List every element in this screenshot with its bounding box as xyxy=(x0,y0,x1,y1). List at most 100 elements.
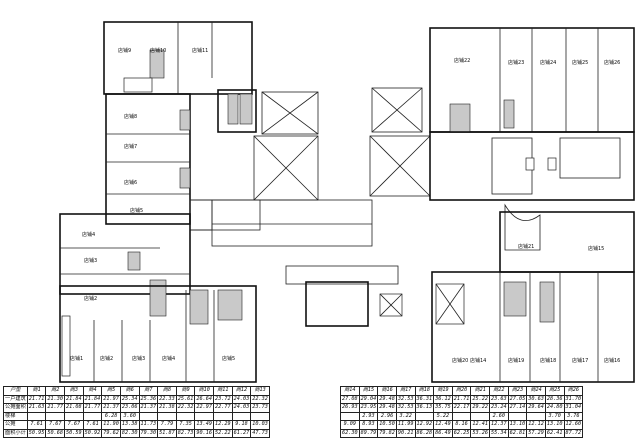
table-cell: 22.97 xyxy=(194,403,215,413)
right-building xyxy=(369,27,635,383)
table-cell: 21.63 xyxy=(26,403,47,413)
left-shop-label: 店铺2 xyxy=(100,355,113,362)
table-cell: 27.14 xyxy=(507,403,528,413)
table-cell xyxy=(451,411,472,421)
table-row-header: 面积小计 xyxy=(3,428,28,438)
table-cell: 3.22 xyxy=(395,411,416,421)
table-cell: 35.75 xyxy=(433,403,453,413)
table-cell: 53.26 xyxy=(470,428,490,438)
table-cell: 22.32 xyxy=(175,403,196,413)
table-cell: 12.49 xyxy=(433,420,453,430)
left-shop-label: 店铺4 xyxy=(82,231,95,238)
table-cell: 55.34 xyxy=(489,428,509,438)
right-shop-label: 店铺22 xyxy=(454,57,470,64)
table-cell: 8.93 xyxy=(358,420,379,430)
table-cell: 21.77 xyxy=(45,403,66,413)
table-cell xyxy=(26,411,47,421)
table-cell: 3.70 xyxy=(544,411,565,421)
table-cell: 50.95 xyxy=(26,428,47,438)
table-cell: 21.30 xyxy=(45,394,66,404)
right-shop-label: 店铺21 xyxy=(518,243,534,250)
table-cell: 12.60 xyxy=(563,420,584,430)
central-connector xyxy=(211,199,403,327)
right-shop-label: 店铺26 xyxy=(604,59,620,66)
table-header-cell: 商2 xyxy=(45,386,66,396)
table-cell: 12.92 xyxy=(414,420,435,430)
table-cell: 87.72 xyxy=(563,428,584,438)
table-cell: 50.92 xyxy=(82,428,103,438)
table-cell: 21.84 xyxy=(82,394,103,404)
table-cell: 26.93 xyxy=(340,403,360,413)
table-cell: 21.08 xyxy=(64,403,84,413)
table-cell: 32.53 xyxy=(395,403,416,413)
table-header-cell: 商10 xyxy=(194,386,215,396)
table-cell: 12.37 xyxy=(489,420,509,430)
left-shop-label: 店铺6 xyxy=(124,179,137,186)
table-cell: 30.63 xyxy=(526,394,546,404)
left-shop-label: 店铺10 xyxy=(150,47,166,54)
table-cell: 21.71 xyxy=(451,394,472,404)
left-shop-label: 店铺4 xyxy=(162,355,175,362)
left-west-block xyxy=(59,213,191,295)
table-cell: 11.99 xyxy=(395,420,416,430)
table-cell: 36.13 xyxy=(414,403,435,413)
table-cell: 36.12 xyxy=(433,394,453,404)
table-cell: 23.63 xyxy=(489,394,509,404)
table-row-header: 楼梯 xyxy=(3,411,28,421)
table-cell: 24.03 xyxy=(231,394,252,404)
table-cell: 6.28 xyxy=(101,411,121,421)
table-header-cell: 商6 xyxy=(119,386,140,396)
left-shop-label: 店铺2 xyxy=(84,295,97,302)
right-shop-label: 店铺15 xyxy=(588,245,604,252)
table-cell: 22.77 xyxy=(213,403,233,413)
table-cell: 21.37 xyxy=(138,403,159,413)
right-shop-label: 店铺16 xyxy=(604,357,620,364)
table-cell: 3.76 xyxy=(563,411,584,421)
right-shop-label: 店铺23 xyxy=(508,59,524,66)
table-cell xyxy=(138,411,159,421)
table-header-cell: 商21 xyxy=(470,386,490,396)
table-header-cell: 商16 xyxy=(377,386,397,396)
table-header-cell: 户型 xyxy=(3,386,28,396)
table-cell: 32.53 xyxy=(395,394,416,404)
table-cell: 50.68 xyxy=(45,428,66,438)
table-cell: 21.97 xyxy=(101,394,121,404)
table-cell: 10.03 xyxy=(250,420,270,430)
table-cell: 22.32 xyxy=(250,394,270,404)
table-cell: 23.24 xyxy=(489,403,509,413)
table-cell: 24.03 xyxy=(231,403,252,413)
table-cell: 12.12 xyxy=(526,420,546,430)
table-cell: 13.10 xyxy=(507,420,528,430)
central-kiosk xyxy=(305,281,369,327)
table-cell xyxy=(45,411,66,421)
table-cell: 12.41 xyxy=(470,420,490,430)
table-cell xyxy=(194,411,215,421)
table-cell: 79.82 xyxy=(377,428,397,438)
table-cell: 29.48 xyxy=(377,403,397,413)
table-header-cell: 商4 xyxy=(82,386,103,396)
table-cell: 62.30 xyxy=(340,428,360,438)
left-shop-label: 店铺5 xyxy=(130,207,143,214)
left-core-upper xyxy=(217,89,257,133)
table-cell: 36.31 xyxy=(414,394,435,404)
table-cell: 90.21 xyxy=(395,428,416,438)
table-cell xyxy=(213,411,233,421)
table-cell xyxy=(526,411,546,421)
table-cell: 79.30 xyxy=(138,428,159,438)
table-cell xyxy=(340,411,360,421)
table-cell: 25.61 xyxy=(175,394,196,404)
table-cell: 28.36 xyxy=(544,394,565,404)
table-cell: 21.84 xyxy=(64,394,84,404)
table-cell: 25.36 xyxy=(138,394,159,404)
right-service-zone xyxy=(429,131,635,201)
table-row-header: 公摊面积 xyxy=(3,403,28,413)
table-cell: 7.67 xyxy=(45,420,66,430)
left-shop-label: 店铺7 xyxy=(124,143,137,150)
